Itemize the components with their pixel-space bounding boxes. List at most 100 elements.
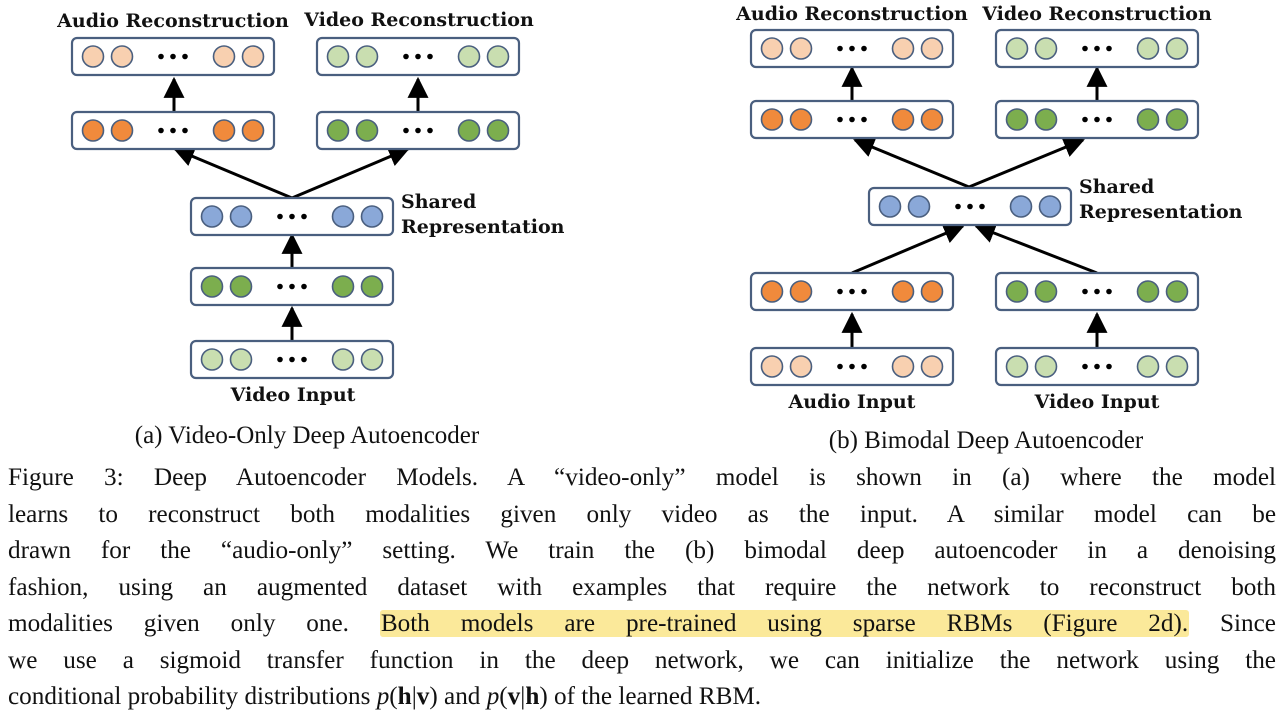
a-video-reconstruction-label: Video Reconstruction xyxy=(303,9,534,31)
ellipsis-dot xyxy=(861,363,867,370)
ellipsis-dot xyxy=(837,116,843,123)
caption-line-7-start: conditional probability distributions xyxy=(8,683,371,710)
ellipsis-dot xyxy=(289,356,295,363)
math-v-2: v xyxy=(507,683,521,710)
ellipsis-dot xyxy=(403,53,409,60)
ellipsis-dot xyxy=(837,363,843,370)
neuron-node xyxy=(1009,195,1033,218)
b-video-hidden-layer xyxy=(994,99,1200,140)
b-representation-label: Representation xyxy=(1079,201,1243,223)
neuron-node xyxy=(1034,108,1058,131)
ellipsis-dot xyxy=(170,127,176,134)
neuron-node xyxy=(1136,108,1160,131)
ellipsis-dot xyxy=(301,283,307,290)
neuron-node xyxy=(1038,195,1062,218)
neuron-node xyxy=(200,348,224,371)
neuron-node xyxy=(760,355,784,378)
neuron-node xyxy=(1034,280,1058,303)
neuron-node xyxy=(920,108,944,131)
neuron-node xyxy=(355,119,379,142)
neuron-node xyxy=(457,45,481,68)
neuron-node xyxy=(355,45,379,68)
neuron-node xyxy=(760,37,784,60)
math-p-2: p xyxy=(486,683,500,710)
b-audio-input-layer xyxy=(749,346,955,387)
ellipsis-dot xyxy=(967,203,973,210)
b-shared-label: Shared xyxy=(1079,176,1154,198)
a-audio-reconstruction-label: Audio Reconstruction xyxy=(56,10,289,32)
neuron-node xyxy=(200,275,224,298)
neuron-node xyxy=(1005,355,1029,378)
neuron-node xyxy=(212,45,236,68)
ellipsis-dot xyxy=(158,127,164,134)
caption-line-7: conditional probability distributions p(… xyxy=(8,683,762,710)
ellipsis-dot xyxy=(277,213,283,220)
a-video-hidden-layer xyxy=(315,110,521,151)
caption-line-6: we use a sigmoid transfer function in th… xyxy=(8,646,1276,674)
neuron-node xyxy=(891,280,915,303)
neuron-node xyxy=(360,205,384,228)
ellipsis-dot xyxy=(1094,116,1100,123)
ellipsis-dot xyxy=(849,116,855,123)
neuron-node xyxy=(760,280,784,303)
neuron-node xyxy=(891,37,915,60)
ellipsis-dot xyxy=(277,283,283,290)
ellipsis-dot xyxy=(1082,363,1088,370)
ellipsis-dot xyxy=(415,53,421,60)
b-video-input-layer xyxy=(994,346,1200,387)
neuron-node xyxy=(212,119,236,142)
neuron-node xyxy=(326,45,350,68)
b-video-input-label: Video Input xyxy=(1034,391,1160,413)
ellipsis-dot xyxy=(1094,45,1100,52)
ellipsis-dot xyxy=(1082,288,1088,295)
neuron-node xyxy=(331,348,355,371)
caption-line-4: fashion, using an augmented dataset with… xyxy=(8,573,1276,601)
neuron-node xyxy=(331,205,355,228)
neuron-node xyxy=(200,205,224,228)
caption-line-7-end: of the learned RBM. xyxy=(554,683,762,710)
ellipsis-dot xyxy=(837,288,843,295)
math-bar-1: | xyxy=(411,683,417,710)
neuron-node xyxy=(110,45,134,68)
ellipsis-dot xyxy=(1106,288,1112,295)
b-shared-layer xyxy=(867,186,1073,227)
ellipsis-dot xyxy=(849,288,855,295)
neuron-node xyxy=(486,119,510,142)
b-subcaption: (b) Bimodal Deep Autoencoder xyxy=(829,427,1144,454)
a-audio-recon-layer xyxy=(70,36,276,77)
neuron-node xyxy=(360,275,384,298)
a-video-hidden-input-layer xyxy=(189,266,395,307)
ellipsis-dot xyxy=(289,283,295,290)
ellipsis-dot xyxy=(277,356,283,363)
ellipsis-dot xyxy=(427,53,433,60)
b-arrows xyxy=(841,65,1108,348)
neuron-node xyxy=(789,108,813,131)
caption-line-5-start: modalities given only one. xyxy=(8,610,349,637)
a-video-input-layer xyxy=(189,339,395,380)
ellipsis-dot xyxy=(415,127,421,134)
neuron-node xyxy=(1165,108,1189,131)
a-video-input-label: Video Input xyxy=(230,384,356,406)
neuron-node xyxy=(1005,280,1029,303)
ellipsis-dot xyxy=(1082,116,1088,123)
neuron-node xyxy=(878,195,902,218)
neuron-node xyxy=(760,108,784,131)
neuron-node xyxy=(920,280,944,303)
ellipsis-dot xyxy=(837,45,843,52)
b-audio-reconstruction-label: Audio Reconstruction xyxy=(735,3,968,25)
b-video-recon-layer xyxy=(994,28,1200,69)
a-video-recon-layer xyxy=(315,36,521,77)
ellipsis-dot xyxy=(1094,363,1100,370)
ellipsis-dot xyxy=(289,213,295,220)
neuron-node xyxy=(789,280,813,303)
math-bar-2: | xyxy=(520,683,526,710)
neuron-node xyxy=(1165,355,1189,378)
ellipsis-dot xyxy=(301,213,307,220)
caption-line-3: drawn for the “audio-only” setting. We t… xyxy=(8,537,1276,564)
figure-diagram: Audio Reconstruction Video Reconstructio… xyxy=(56,3,1243,454)
neuron-node xyxy=(1005,108,1029,131)
ellipsis-dot xyxy=(861,116,867,123)
a-shared-layer xyxy=(189,196,395,237)
neuron-node xyxy=(891,108,915,131)
ellipsis-dot xyxy=(1094,288,1100,295)
